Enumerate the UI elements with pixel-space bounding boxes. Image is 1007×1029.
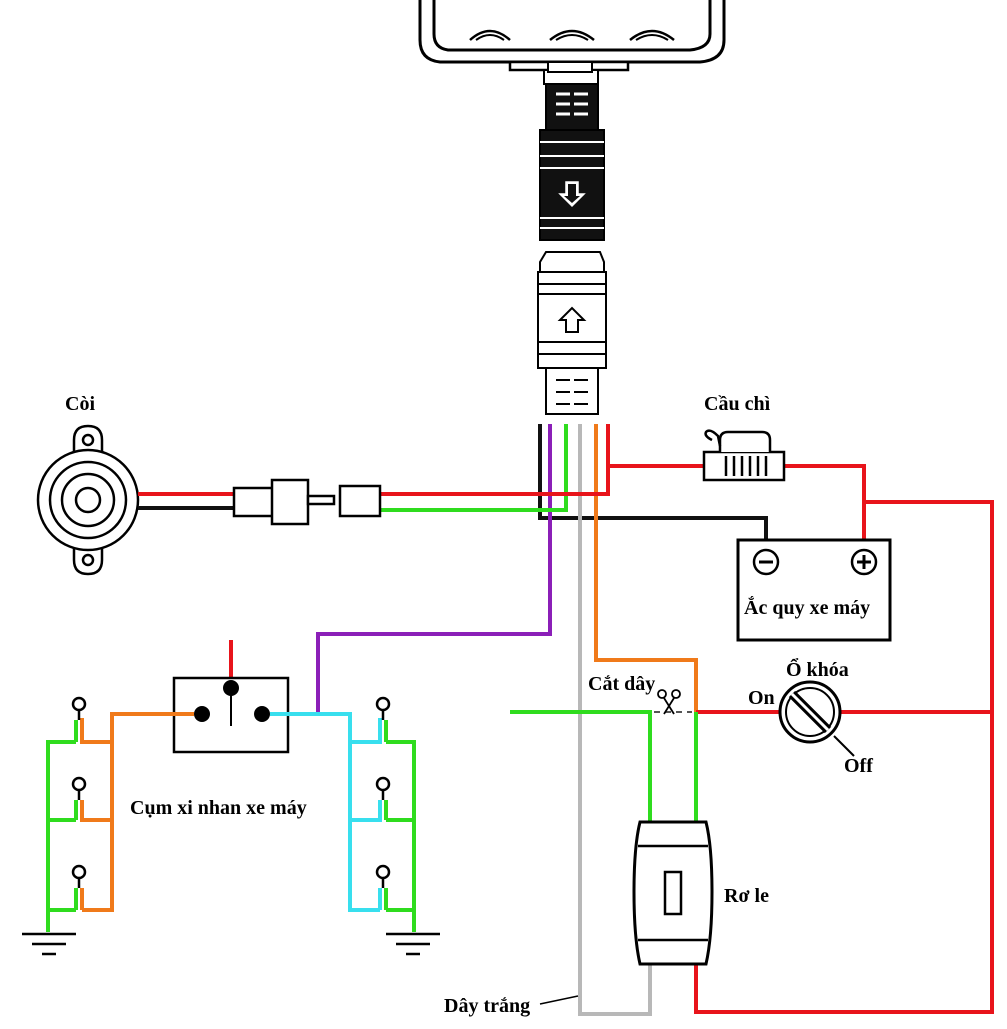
horn-plug [232, 478, 382, 526]
wire-red-battery [784, 464, 866, 540]
wire-green-relay-left [510, 710, 652, 822]
turn-signal-label: Cụm xi nhan xe máy [130, 797, 307, 819]
ignition-switch-label: Ổ khóa [786, 657, 849, 681]
right-cyan-mid [350, 800, 382, 822]
left-orange-mid [80, 800, 112, 822]
ground-icon [386, 932, 440, 956]
battery [736, 538, 892, 642]
fuse-icon [702, 429, 786, 482]
lamp-icon [71, 696, 87, 888]
left-green [46, 740, 76, 932]
down-arrow-icon [558, 181, 586, 208]
scissors-icon [657, 689, 681, 715]
wire-orange [594, 424, 698, 712]
wire-green-horn [380, 424, 568, 512]
horn-label: Còi [65, 393, 95, 415]
fuse-label: Cầu chì [704, 393, 771, 415]
right-cyan-top [350, 718, 382, 744]
horn-icon [36, 424, 140, 576]
ignition-switch-icon [778, 680, 855, 757]
wire-purple [316, 424, 552, 714]
wire-white [578, 424, 652, 1016]
relay-label: Rơ le [724, 885, 769, 907]
connector-top [539, 61, 605, 241]
device-housing [418, 0, 726, 72]
up-arrow-icon [557, 306, 587, 333]
wire-red-loop [694, 500, 994, 1014]
right-cyan-main [270, 712, 380, 912]
lamp-icon [375, 696, 391, 888]
cut-wire-label: Cắt dây [588, 673, 655, 695]
on-label: On [748, 687, 775, 709]
right-green [386, 740, 416, 932]
white-wire-label: Dây trắng [444, 995, 530, 1017]
white-wire-leader [539, 995, 579, 1005]
left-orange-top [80, 718, 112, 744]
left-orange-main [82, 712, 194, 912]
wire-black [538, 424, 768, 540]
off-label: Off [844, 755, 873, 777]
battery-label: Ắc quy xe máy [744, 595, 870, 619]
ground-icon [22, 932, 76, 956]
relay-icon [632, 820, 714, 966]
wire-red-main [380, 424, 610, 496]
